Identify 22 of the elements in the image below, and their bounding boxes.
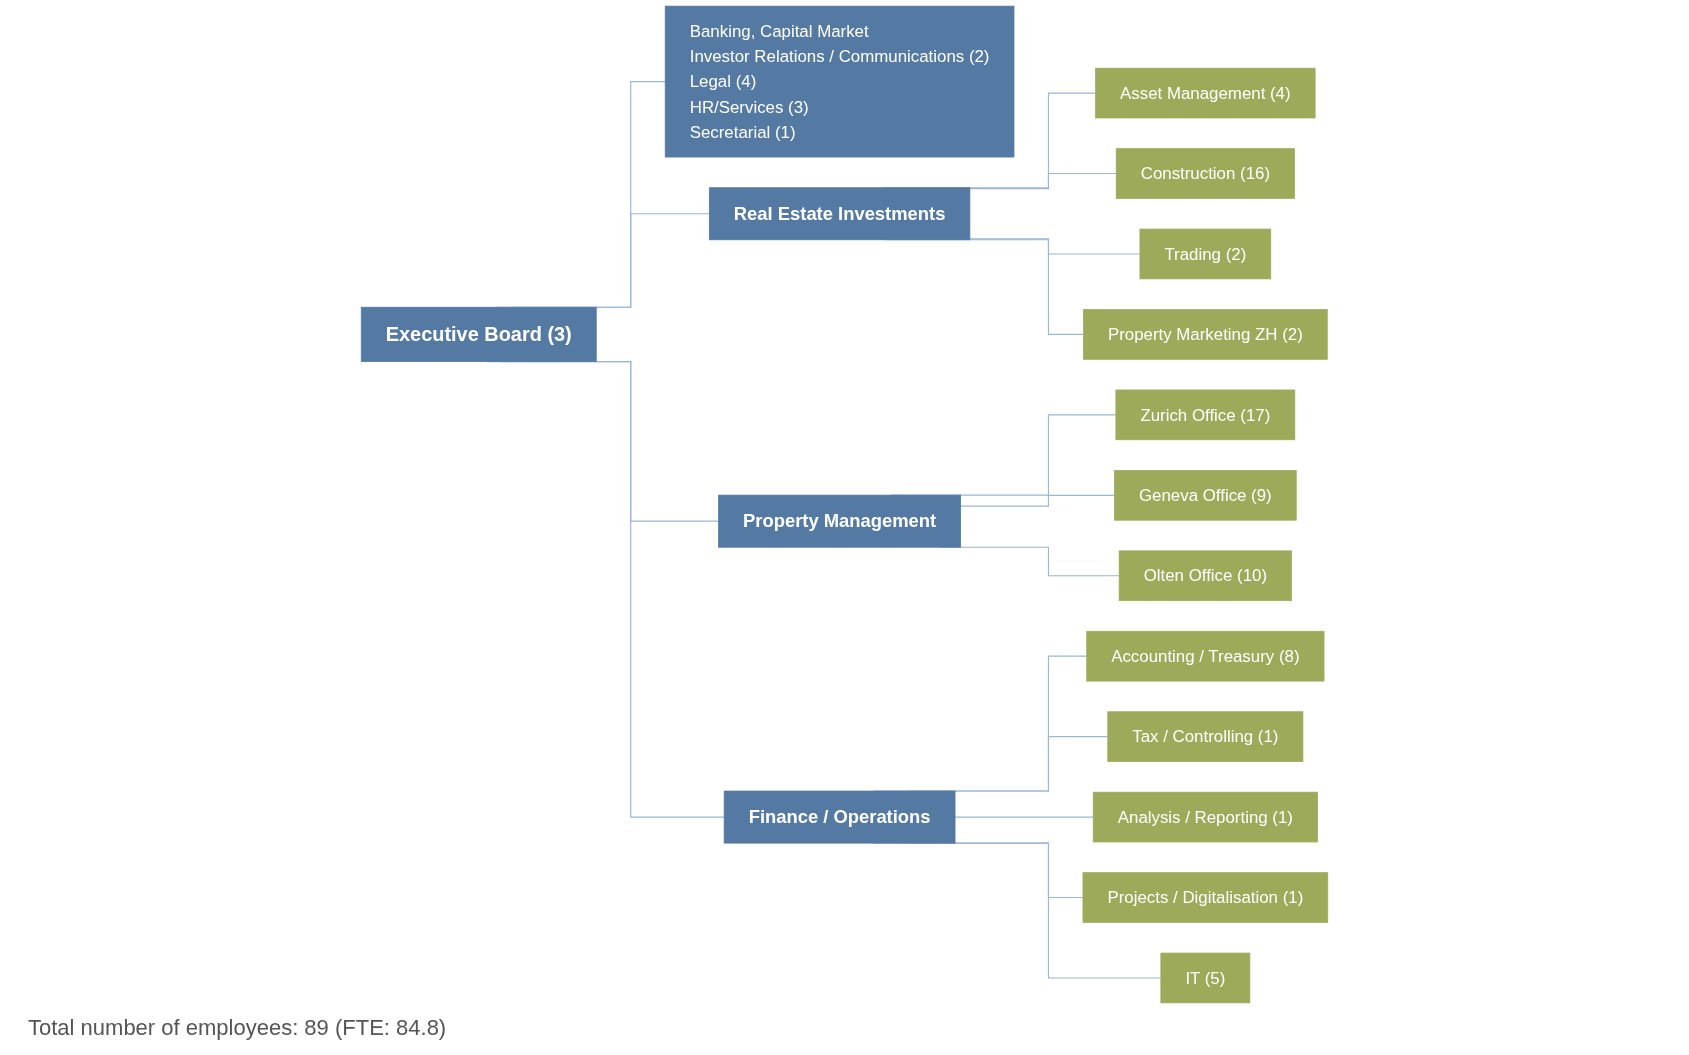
node-box: Accounting / Treasury (8) — [1086, 630, 1325, 682]
node-box: Olten Office (10) — [1118, 550, 1292, 602]
connector — [954, 816, 1094, 818]
node-box: IT (5) — [1160, 952, 1251, 1004]
node-box: Trading (2) — [1139, 228, 1272, 280]
node-box: Construction (16) — [1115, 148, 1295, 199]
node-box: Real Estate Investments — [708, 187, 971, 241]
connector — [960, 494, 1116, 507]
node-box: Zurich Office (17) — [1115, 389, 1296, 441]
footnote: Total number of employees: 89 (FTE: 84.8) — [28, 1015, 448, 1041]
node-box: Banking, Capital Market Investor Relations / Communications (2) Legal (4) HR/Services (3) Secretarial (1) — [664, 5, 1015, 158]
node-box: Analysis / Reporting (1) — [1092, 791, 1318, 843]
node-box: Asset Management (4) — [1095, 67, 1316, 119]
node-box: Tax / Controlling (1) — [1107, 711, 1304, 762]
node-box: Projects / Digitalisation (1) — [1082, 872, 1329, 923]
connector — [969, 238, 1141, 255]
connector — [969, 172, 1117, 190]
node-box: Finance / Operations — [723, 790, 956, 844]
node-box: Property Marketing ZH (2) — [1083, 309, 1328, 360]
node-box: Geneva Office (9) — [1114, 470, 1297, 521]
node-box: Executive Board (3) — [360, 306, 597, 362]
node-box: Property Management — [718, 494, 962, 548]
